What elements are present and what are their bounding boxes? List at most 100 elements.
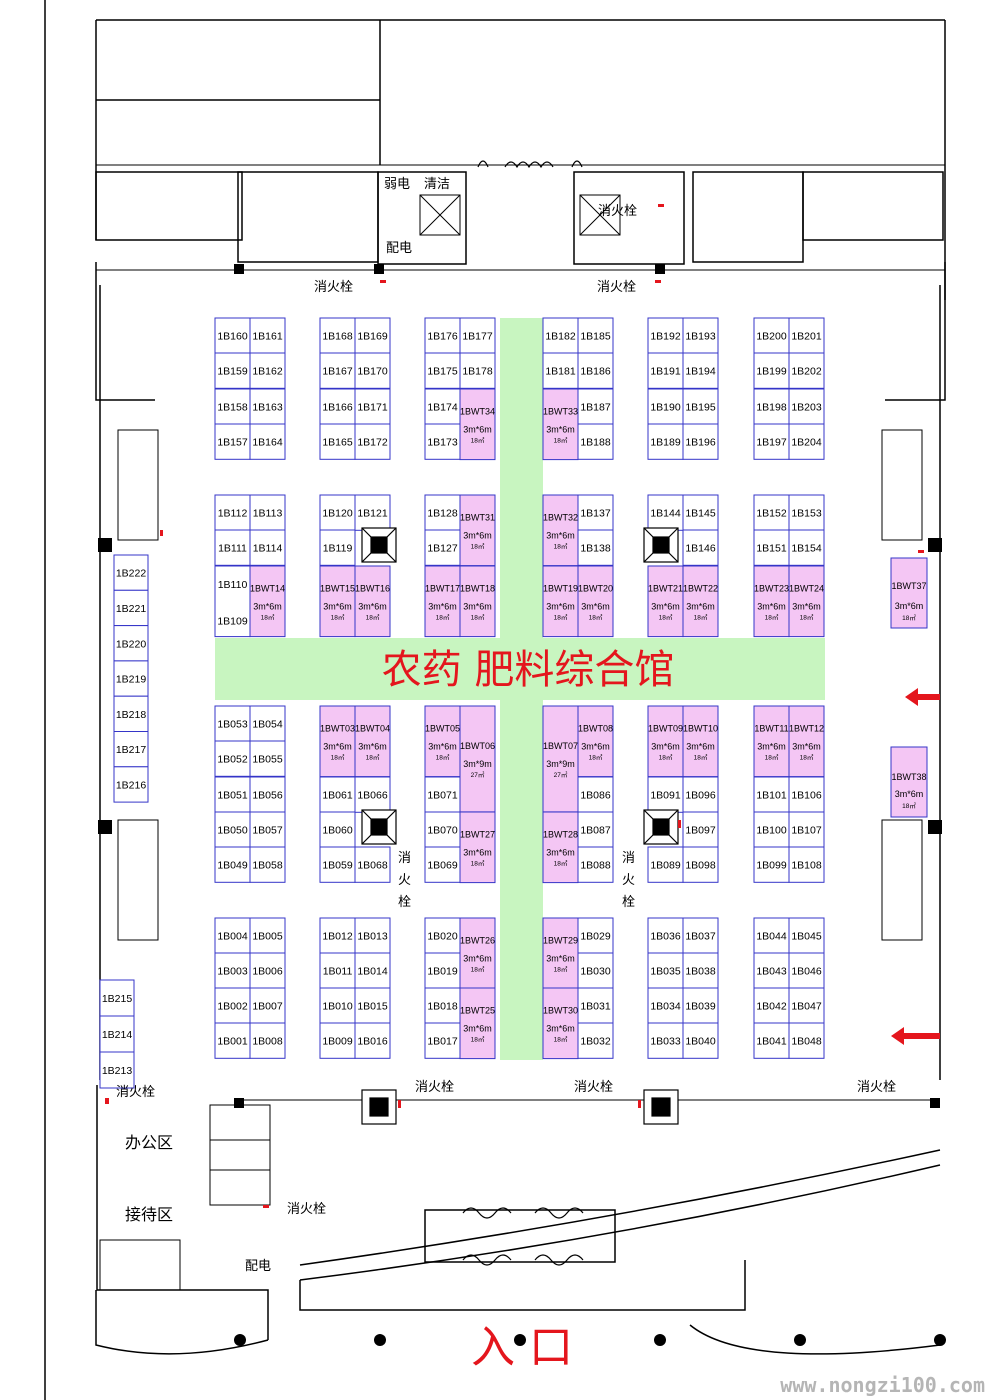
- booth[interactable]: 1B162: [249, 352, 286, 389]
- booth[interactable]: 1B040: [682, 1022, 719, 1059]
- booth[interactable]: 1B015: [354, 987, 391, 1024]
- booth[interactable]: 1B035: [647, 952, 684, 989]
- booth[interactable]: 1B204: [788, 423, 825, 460]
- booth[interactable]: 1B033: [647, 1022, 684, 1059]
- booth[interactable]: 1B200: [753, 317, 790, 354]
- booth[interactable]: 1B202: [788, 352, 825, 389]
- side-booth[interactable]: 1B214: [99, 1015, 135, 1053]
- booth[interactable]: 1B170: [354, 352, 391, 389]
- booth[interactable]: 1B013: [354, 917, 391, 954]
- booth[interactable]: 1B045: [788, 917, 825, 954]
- booth[interactable]: 1B175: [424, 352, 461, 389]
- booth[interactable]: 1B003: [214, 952, 251, 989]
- booth[interactable]: 1B169: [354, 317, 391, 354]
- booth[interactable]: 1B007: [249, 987, 286, 1024]
- booth[interactable]: 1B187: [577, 388, 614, 425]
- booth[interactable]: 1B014: [354, 952, 391, 989]
- booth[interactable]: 1B009: [319, 1022, 356, 1059]
- booth[interactable]: 1B042: [753, 987, 790, 1024]
- booth[interactable]: 1B100: [753, 811, 790, 848]
- side-booth[interactable]: 1B222: [113, 554, 149, 591]
- booth[interactable]: 1B034: [647, 987, 684, 1024]
- booth[interactable]: 1B176: [424, 317, 461, 354]
- side-booth[interactable]: 1B221: [113, 589, 149, 627]
- booth[interactable]: 1B192: [647, 317, 684, 354]
- booth[interactable]: 1B157: [214, 423, 251, 460]
- booth[interactable]: 1B051: [214, 776, 251, 813]
- booth[interactable]: 1B201: [788, 317, 825, 354]
- booth[interactable]: 1B017: [424, 1022, 461, 1059]
- booth[interactable]: 1B010: [319, 987, 356, 1024]
- booth[interactable]: 1B128: [424, 494, 461, 531]
- booth[interactable]: 1B159: [214, 352, 251, 389]
- side-booth[interactable]: 1B215: [99, 979, 135, 1017]
- booth[interactable]: 1B178: [459, 352, 496, 389]
- booth[interactable]: 1B070: [424, 811, 461, 848]
- booth[interactable]: 1B110: [214, 565, 251, 638]
- side-booth[interactable]: 1B219: [113, 660, 149, 697]
- booth[interactable]: 1B096: [682, 776, 719, 813]
- booth[interactable]: 1B199: [753, 352, 790, 389]
- booth[interactable]: 1B166: [319, 388, 356, 425]
- booth[interactable]: 1B031: [577, 987, 614, 1024]
- booth[interactable]: 1B127: [424, 529, 461, 566]
- booth[interactable]: 1B020: [424, 917, 461, 954]
- booth[interactable]: 1B043: [753, 952, 790, 989]
- booth[interactable]: 1B097: [682, 811, 719, 848]
- booth[interactable]: 1B008: [249, 1022, 286, 1059]
- booth[interactable]: 1B181: [542, 352, 579, 389]
- booth[interactable]: 1B119: [319, 529, 356, 566]
- booth[interactable]: 1B047: [788, 987, 825, 1024]
- booth[interactable]: 1B056: [249, 776, 286, 813]
- booth[interactable]: 1B086: [577, 776, 614, 813]
- booth[interactable]: 1B145: [682, 494, 719, 531]
- booth[interactable]: 1B032: [577, 1022, 614, 1059]
- booth[interactable]: 1B071: [424, 776, 461, 813]
- booth[interactable]: 1B173: [424, 423, 461, 460]
- booth[interactable]: 1B048: [788, 1022, 825, 1059]
- booth[interactable]: 1B053: [214, 705, 251, 742]
- booth[interactable]: 1B203: [788, 388, 825, 425]
- booth[interactable]: 1B160: [214, 317, 251, 354]
- booth[interactable]: 1B046: [788, 952, 825, 989]
- booth[interactable]: 1B167: [319, 352, 356, 389]
- booth[interactable]: 1B001: [214, 1022, 251, 1059]
- booth[interactable]: 1B101: [753, 776, 790, 813]
- booth[interactable]: 1B185: [577, 317, 614, 354]
- booth[interactable]: 1B038: [682, 952, 719, 989]
- booth[interactable]: 1B188: [577, 423, 614, 460]
- booth[interactable]: 1B106: [788, 776, 825, 813]
- booth[interactable]: 1B138: [577, 529, 614, 566]
- booth[interactable]: 1B039: [682, 987, 719, 1024]
- booth[interactable]: 1B198: [753, 388, 790, 425]
- booth[interactable]: 1B089: [647, 846, 684, 883]
- booth[interactable]: 1B050: [214, 811, 251, 848]
- booth[interactable]: 1B016: [354, 1022, 391, 1059]
- booth[interactable]: 1B036: [647, 917, 684, 954]
- booth[interactable]: 1B165: [319, 423, 356, 460]
- booth[interactable]: 1B099: [753, 846, 790, 883]
- booth[interactable]: 1B120: [319, 494, 356, 531]
- booth[interactable]: 1B107: [788, 811, 825, 848]
- booth[interactable]: 1B058: [249, 846, 286, 883]
- booth[interactable]: 1B019: [424, 952, 461, 989]
- booth[interactable]: 1B005: [249, 917, 286, 954]
- booth[interactable]: 1B189: [647, 423, 684, 460]
